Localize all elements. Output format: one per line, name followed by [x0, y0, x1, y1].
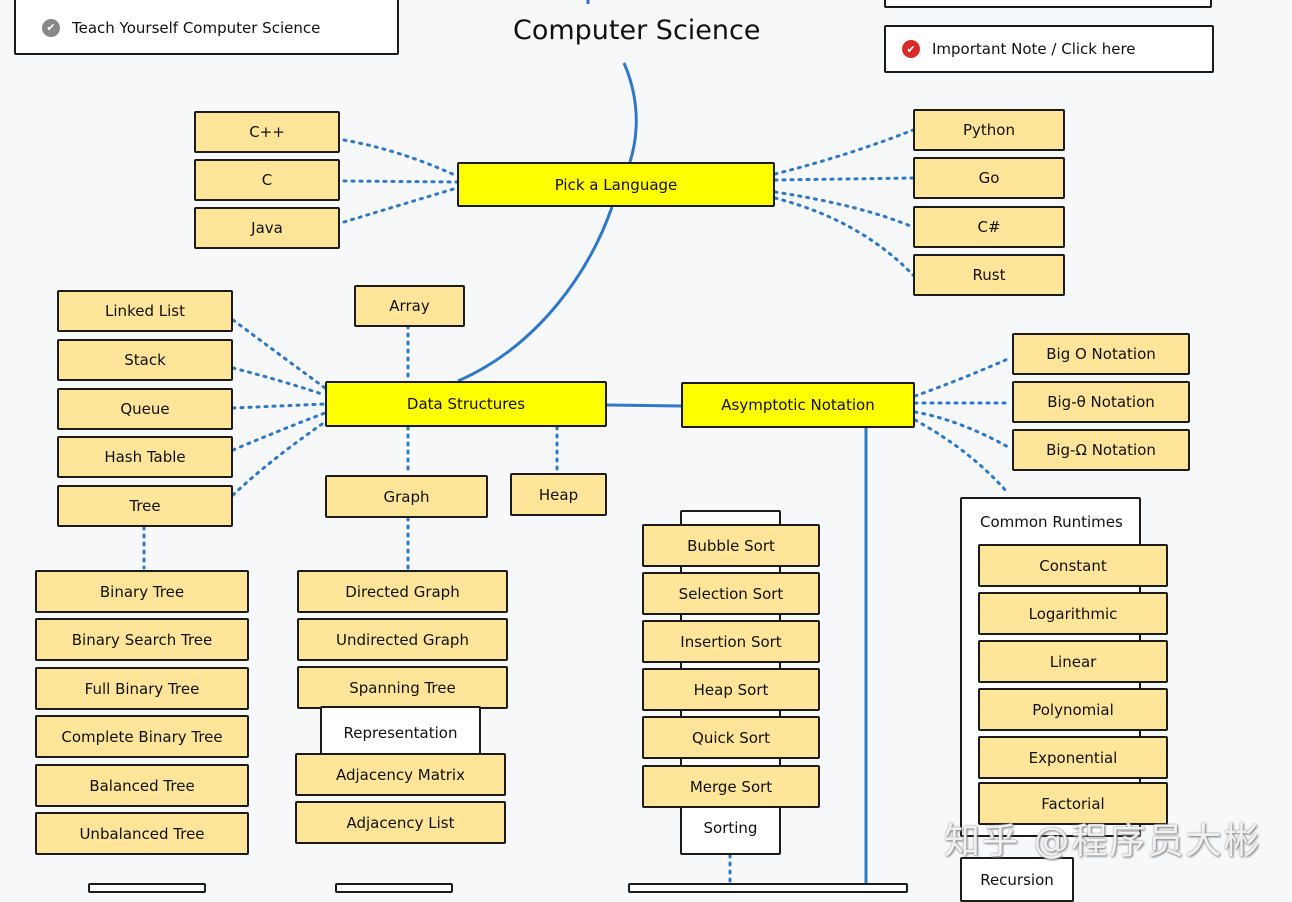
tree-balanced[interactable]: Balanced Tree: [35, 764, 249, 807]
runtime-logarithmic[interactable]: Logarithmic: [978, 592, 1168, 635]
top-right-panel: [884, 0, 1212, 8]
sort-selection[interactable]: Selection Sort: [642, 572, 820, 615]
sort-insertion[interactable]: Insertion Sort: [642, 620, 820, 663]
important-note-panel[interactable]: ✔ Important Note / Click here: [884, 25, 1214, 73]
main-curve-title-to-language: [622, 62, 638, 163]
runtime-linear[interactable]: Linear: [978, 640, 1168, 683]
ds-queue[interactable]: Queue: [57, 388, 233, 430]
lang-c[interactable]: C: [194, 159, 340, 201]
resources-panel: ✔ Teach Yourself Computer Science: [14, 0, 399, 55]
big-omega-notation[interactable]: Big-Ω Notation: [1012, 429, 1190, 471]
ds-stack[interactable]: Stack: [57, 339, 233, 381]
rep-adjacency-matrix[interactable]: Adjacency Matrix: [295, 753, 506, 796]
runtime-constant[interactable]: Constant: [978, 544, 1168, 587]
sorting-label: Sorting: [703, 819, 758, 837]
tree-unbalanced[interactable]: Unbalanced Tree: [35, 812, 249, 855]
lang-rust[interactable]: Rust: [913, 254, 1065, 296]
tree-binary-search[interactable]: Binary Search Tree: [35, 618, 249, 661]
important-note-link[interactable]: Important Note / Click here: [932, 40, 1136, 58]
representation-node[interactable]: Representation: [320, 706, 481, 758]
data-structures-node[interactable]: Data Structures: [325, 381, 607, 427]
bottom-stub-3: [628, 883, 908, 893]
ds-heap[interactable]: Heap: [510, 473, 607, 516]
diagram-title: Computer Science: [513, 15, 761, 46]
common-runtimes-label: Common Runtimes: [980, 513, 1123, 531]
graph-undirected[interactable]: Undirected Graph: [297, 618, 508, 661]
lang-java[interactable]: Java: [194, 207, 340, 249]
ds-hash-table[interactable]: Hash Table: [57, 436, 233, 478]
lang-cpp[interactable]: C++: [194, 111, 340, 153]
main-line-ds-to-asymptotic: [606, 403, 682, 408]
ds-linked-list[interactable]: Linked List: [57, 290, 233, 332]
sort-bubble[interactable]: Bubble Sort: [642, 524, 820, 567]
tree-binary[interactable]: Binary Tree: [35, 570, 249, 613]
bottom-stub-1: [88, 883, 206, 893]
big-o-notation[interactable]: Big O Notation: [1012, 333, 1190, 375]
asymptotic-notation-node[interactable]: Asymptotic Notation: [681, 382, 915, 428]
lang-go[interactable]: Go: [913, 157, 1065, 199]
sort-heap[interactable]: Heap Sort: [642, 668, 820, 711]
rep-adjacency-list[interactable]: Adjacency List: [295, 801, 506, 844]
ds-graph[interactable]: Graph: [325, 475, 488, 518]
big-theta-notation[interactable]: Big-θ Notation: [1012, 381, 1190, 423]
bottom-stub-2: [335, 883, 453, 893]
lang-python[interactable]: Python: [913, 109, 1065, 151]
tree-full-binary[interactable]: Full Binary Tree: [35, 667, 249, 710]
graph-directed[interactable]: Directed Graph: [297, 570, 508, 613]
teach-yourself-link[interactable]: Teach Yourself Computer Science: [72, 18, 321, 37]
red-check-icon: ✔: [902, 40, 920, 58]
graph-spanning-tree[interactable]: Spanning Tree: [297, 666, 508, 709]
ds-tree[interactable]: Tree: [57, 485, 233, 527]
check-circle-icon: ✔: [42, 18, 60, 37]
sort-quick[interactable]: Quick Sort: [642, 716, 820, 759]
runtime-exponential[interactable]: Exponential: [978, 736, 1168, 779]
tree-complete-binary[interactable]: Complete Binary Tree: [35, 715, 249, 758]
sort-merge[interactable]: Merge Sort: [642, 765, 820, 808]
ds-array[interactable]: Array: [354, 285, 465, 327]
watermark: 知乎 @程序员大彬: [944, 821, 1262, 862]
runtime-factorial[interactable]: Factorial: [978, 782, 1168, 825]
lang-csharp[interactable]: C#: [913, 206, 1065, 248]
main-curve-language-to-ds: [457, 206, 614, 383]
runtime-polynomial[interactable]: Polynomial: [978, 688, 1168, 731]
pick-language-node[interactable]: Pick a Language: [457, 162, 775, 207]
